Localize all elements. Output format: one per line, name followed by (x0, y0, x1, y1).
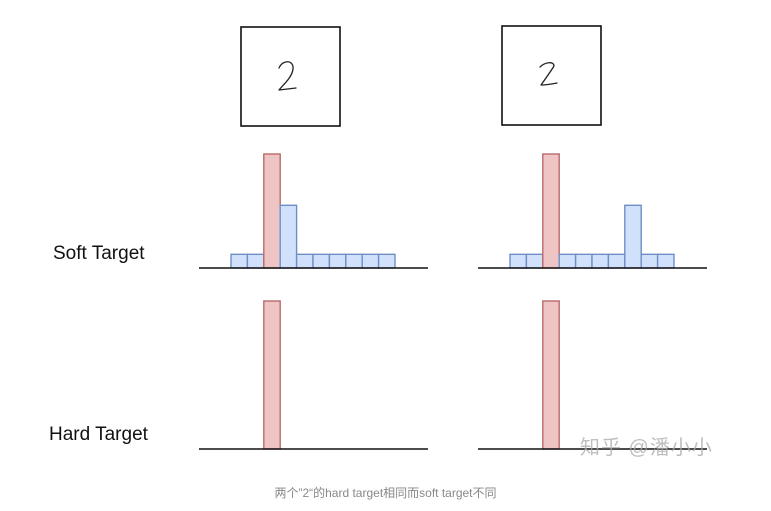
soft-target-bar (509, 253, 528, 269)
figure-caption: 两个”2“的hard target相同而soft target不同 (274, 486, 497, 500)
soft-target-label: Soft Target (53, 243, 145, 264)
soft-target-bar (624, 204, 642, 269)
soft-target-bar (574, 253, 593, 269)
soft-target-bar (377, 253, 396, 269)
handwritten-digit-2 (278, 61, 297, 91)
handwritten-digit-2 (539, 62, 558, 86)
soft-target-bar (328, 253, 347, 269)
soft-target-bar (656, 253, 675, 269)
soft-target-bar (558, 253, 577, 269)
soft-target-bar (263, 153, 281, 269)
soft-target-bar (542, 153, 560, 269)
soft-target-bar (361, 253, 380, 269)
hard-target-bar (542, 300, 560, 450)
soft-target-bar (607, 253, 626, 269)
soft-target-bar (230, 253, 249, 269)
soft-target-bar (246, 253, 265, 269)
soft-target-bar (640, 253, 659, 269)
digit-image-box (501, 25, 602, 126)
soft-target-bar (312, 253, 331, 269)
hard-target-bar (263, 300, 281, 450)
soft-target-bar (525, 253, 544, 269)
soft-target-bar (279, 204, 298, 269)
watermark: 知乎 @潘小小 (580, 437, 713, 459)
hard-target-label: Hard Target (49, 424, 148, 445)
soft-target-bar (345, 253, 363, 269)
soft-target-bar (295, 253, 314, 269)
soft-target-bar (591, 253, 610, 269)
